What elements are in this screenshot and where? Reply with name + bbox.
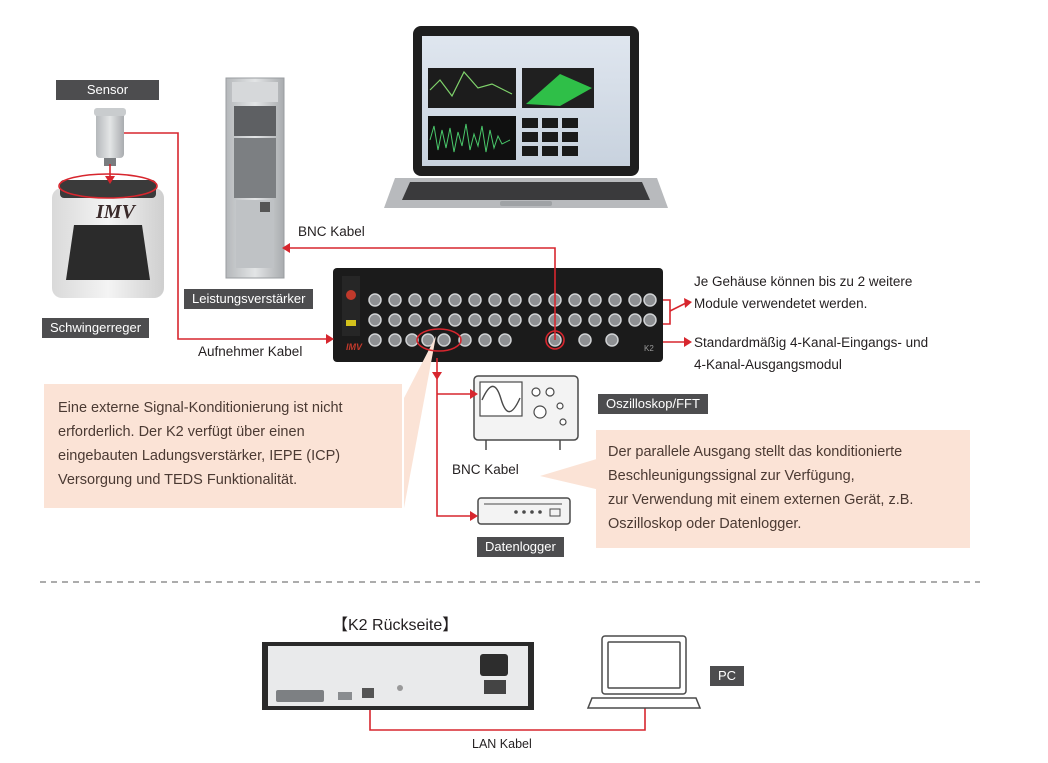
info-box-left: Eine externe Signal-Konditionierung ist … (44, 384, 402, 508)
info-right-pointer (540, 458, 600, 490)
standard-note-line2: 4-Kanal-Ausgangsmodul (694, 357, 842, 372)
datenlogger-label: Datenlogger (477, 537, 564, 557)
k2-front-logo: IMV (346, 342, 363, 352)
pc-label: PC (710, 666, 745, 686)
bnc-kabel-label-top: BNC Kabel (298, 224, 365, 239)
leistungsverstaerker-label: Leistungsverstärker (184, 289, 314, 309)
info-left-pointer (404, 336, 436, 508)
arrowheads (105, 176, 692, 521)
standard-note-line1: Standardmäßig 4-Kanal-Eingangs- und (694, 335, 929, 350)
bnc-kabel-label-mid: BNC Kabel (452, 462, 519, 477)
oscilloscope-icon (473, 375, 579, 450)
shaker-table-marker (58, 173, 158, 199)
info-left-line3: eingebauten Ladungsverstärker, IEPE (ICP… (58, 448, 341, 464)
module-note-line1: Je Gehäuse können bis zu 2 weitere (694, 274, 913, 289)
shaker-icon: IMV (52, 180, 164, 298)
pc-laptop-icon (586, 635, 702, 709)
info-left-line4: Versorgung und TEDS Funktionalität. (58, 472, 298, 488)
laptop-icon (384, 26, 668, 208)
info-left-line1: Eine externe Signal-Konditionierung ist … (58, 400, 343, 416)
oszilloskop-label: Oszilloskop/FFT (598, 394, 708, 414)
info-left-line2: erforderlich. Der K2 verfügt über einen (58, 424, 305, 440)
k2-rear-panel (262, 642, 534, 710)
power-amplifier-icon (225, 77, 285, 279)
info-box-right: Der parallele Ausgang stellt das konditi… (596, 430, 970, 548)
rueckseite-title: 【K2 Rückseite】 (332, 617, 459, 634)
sensor-icon (94, 108, 126, 166)
info-right-line1: Der parallele Ausgang stellt das konditi… (608, 444, 903, 460)
k2-front-badge: K2 (644, 344, 654, 353)
info-right-line2: Beschleunigungssignal zur Verfügung, (608, 468, 855, 484)
schwingerreger-label: Schwingerreger (42, 318, 150, 338)
info-right-line3: zur Verwendung mit einem externen Gerät,… (608, 492, 914, 508)
module-note-line2: Module verwendetet werden. (694, 296, 868, 311)
svg-text:IMV: IMV (95, 201, 137, 223)
k2-front-unit (333, 268, 663, 362)
datalogger-icon (477, 497, 571, 525)
sensor-label: Sensor (56, 80, 159, 100)
info-right-line4: Oszilloskop oder Datenlogger. (608, 516, 802, 532)
aufnehmer-kabel-label: Aufnehmer Kabel (198, 344, 303, 359)
lan-kabel-label: LAN Kabel (472, 737, 532, 751)
